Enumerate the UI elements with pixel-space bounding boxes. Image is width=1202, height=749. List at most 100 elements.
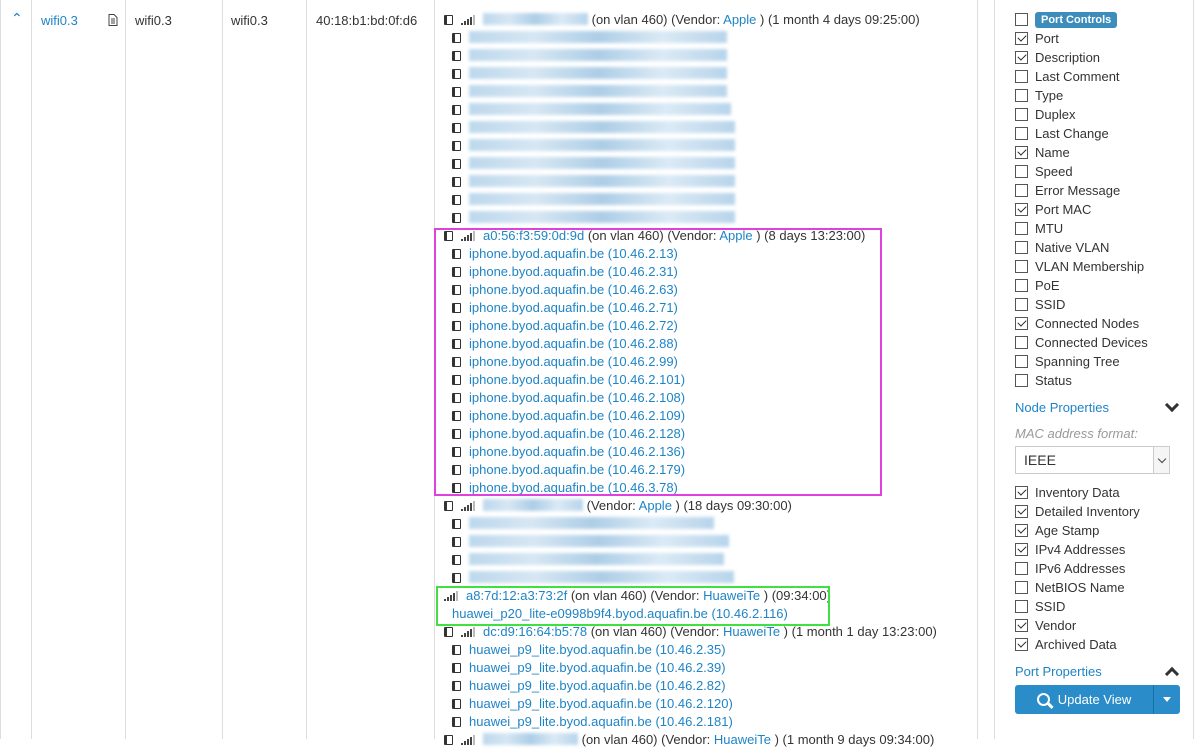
node-mac-link[interactable]: dc:d9:16:64:b5:78 — [483, 624, 588, 639]
select-arrow-icon[interactable] — [1153, 447, 1169, 473]
node-host-link[interactable]: iphone.byod.aquafin.be (10.46.2.72) — [469, 318, 678, 333]
checkbox-label[interactable]: Detailed Inventory — [1035, 504, 1140, 519]
checkbox-label[interactable]: Last Comment — [1035, 69, 1120, 84]
checkbox[interactable] — [1015, 51, 1028, 64]
checkbox[interactable] — [1015, 127, 1028, 140]
checkbox-label[interactable]: Speed — [1035, 164, 1073, 179]
vendor-link[interactable]: HuaweiTe — [713, 732, 771, 747]
checkbox[interactable] — [1015, 70, 1028, 83]
checkbox[interactable] — [1015, 184, 1028, 197]
option-duplex[interactable]: Duplex — [1015, 105, 1075, 124]
checkbox-label[interactable]: Name — [1035, 145, 1070, 160]
checkbox-label[interactable]: Type — [1035, 88, 1064, 103]
port-controls-checkbox[interactable] — [1015, 13, 1028, 26]
chevron-up-icon[interactable] — [1164, 666, 1180, 681]
collapse-row-icon[interactable]: ⌃ — [11, 10, 23, 26]
checkbox[interactable] — [1015, 89, 1028, 102]
node-host-link[interactable]: iphone.byod.aquafin.be (10.46.2.101) — [469, 372, 686, 387]
option-port-mac[interactable]: Port MAC — [1015, 200, 1091, 219]
node-host-link[interactable]: iphone.byod.aquafin.be (10.46.2.71) — [469, 300, 678, 315]
node-host-link[interactable]: huawei_p20_lite-e0998b9f4.byod.aquafin.b… — [452, 606, 788, 621]
checkbox-label[interactable]: Age Stamp — [1035, 523, 1100, 538]
node-host-link[interactable]: iphone.byod.aquafin.be (10.46.2.179) — [469, 462, 686, 477]
node-host-link[interactable]: huawei_p9_lite.byod.aquafin.be (10.46.2.… — [469, 660, 726, 675]
node-host-link[interactable]: iphone.byod.aquafin.be (10.46.3.78) — [469, 480, 678, 495]
checkbox[interactable] — [1015, 32, 1028, 45]
node-host-link[interactable]: huawei_p9_lite.byod.aquafin.be (10.46.2.… — [469, 714, 733, 729]
checkbox[interactable] — [1015, 543, 1028, 556]
checkbox[interactable] — [1015, 562, 1028, 575]
option-spanning-tree[interactable]: Spanning Tree — [1015, 352, 1120, 371]
checkbox-label[interactable]: Vendor — [1035, 618, 1077, 633]
node-host-link[interactable]: huawei_p9_lite.byod.aquafin.be (10.46.2.… — [469, 696, 733, 711]
node-host-link[interactable]: huawei_p9_lite.byod.aquafin.be (10.46.2.… — [469, 642, 726, 657]
vendor-link[interactable]: Apple — [719, 228, 753, 243]
option-native-vlan[interactable]: Native VLAN — [1015, 238, 1109, 257]
update-view-dropdown-icon[interactable] — [1154, 697, 1180, 702]
checkbox-label[interactable]: VLAN Membership — [1035, 259, 1145, 274]
option-ipv6-addresses[interactable]: IPv6 Addresses — [1015, 559, 1125, 578]
checkbox-label[interactable]: Inventory Data — [1035, 485, 1120, 500]
checkbox[interactable] — [1015, 108, 1028, 121]
checkbox[interactable] — [1015, 222, 1028, 235]
checkbox-label[interactable]: Description — [1035, 50, 1101, 65]
option-vlan-membership[interactable]: VLAN Membership — [1015, 257, 1144, 276]
checkbox-label[interactable]: MTU — [1035, 221, 1064, 236]
option-type[interactable]: Type — [1015, 86, 1063, 105]
option-vendor[interactable]: Vendor — [1015, 616, 1076, 635]
checkbox[interactable] — [1015, 505, 1028, 518]
checkbox-label[interactable]: Connected Devices — [1035, 335, 1148, 350]
checkbox-label[interactable]: Connected Nodes — [1035, 316, 1140, 331]
mac-format-select[interactable]: IEEE — [1015, 446, 1170, 474]
node-host-link[interactable]: iphone.byod.aquafin.be (10.46.2.88) — [469, 336, 678, 351]
node-mac-link[interactable]: a0:56:f3:59:0d:9d — [483, 228, 585, 243]
vendor-link[interactable]: Apple — [723, 12, 757, 27]
checkbox-label[interactable]: Duplex — [1035, 107, 1076, 122]
checkbox-label[interactable]: NetBIOS Name — [1035, 580, 1125, 595]
option-ssid[interactable]: SSID — [1015, 597, 1065, 616]
vendor-link[interactable]: HuaweiTe — [722, 624, 781, 639]
checkbox[interactable] — [1015, 638, 1028, 651]
vendor-link[interactable]: Apple — [638, 498, 672, 513]
option-last-comment[interactable]: Last Comment — [1015, 67, 1120, 86]
node-host-link[interactable]: iphone.byod.aquafin.be (10.46.2.99) — [469, 354, 678, 369]
node-host-link[interactable]: iphone.byod.aquafin.be (10.46.2.63) — [469, 282, 678, 297]
option-archived-data[interactable]: Archived Data — [1015, 635, 1117, 654]
option-status[interactable]: Status — [1015, 371, 1072, 390]
option-connected-devices[interactable]: Connected Devices — [1015, 333, 1148, 352]
checkbox[interactable] — [1015, 203, 1028, 216]
checkbox[interactable] — [1015, 336, 1028, 349]
option-connected-nodes[interactable]: Connected Nodes — [1015, 314, 1139, 333]
checkbox-label[interactable]: Error Message — [1035, 183, 1121, 198]
node-mac-link[interactable]: a8:7d:12:a3:73:2f — [466, 588, 568, 603]
option-ipv4-addresses[interactable]: IPv4 Addresses — [1015, 540, 1125, 559]
node-host-link[interactable]: iphone.byod.aquafin.be (10.46.2.128) — [469, 426, 686, 441]
checkbox-label[interactable]: Archived Data — [1035, 637, 1117, 652]
checkbox[interactable] — [1015, 146, 1028, 159]
option-netbios-name[interactable]: NetBIOS Name — [1015, 578, 1125, 597]
port-link[interactable]: wifi0.3 — [41, 13, 78, 28]
option-inventory-data[interactable]: Inventory Data — [1015, 483, 1120, 502]
checkbox[interactable] — [1015, 165, 1028, 178]
checkbox[interactable] — [1015, 260, 1028, 273]
checkbox-label[interactable]: PoE — [1035, 278, 1060, 293]
port-controls-toggle[interactable]: Port Controls — [1015, 10, 1118, 29]
node-host-link[interactable]: iphone.byod.aquafin.be (10.46.2.109) — [469, 408, 686, 423]
option-port[interactable]: Port — [1015, 29, 1059, 48]
checkbox-label[interactable]: IPv4 Addresses — [1035, 542, 1126, 557]
checkbox[interactable] — [1015, 317, 1028, 330]
node-host-link[interactable]: iphone.byod.aquafin.be (10.46.2.108) — [469, 390, 686, 405]
checkbox[interactable] — [1015, 279, 1028, 292]
checkbox-label[interactable]: SSID — [1035, 297, 1066, 312]
checkbox-label[interactable]: Port — [1035, 31, 1059, 46]
option-ssid[interactable]: SSID — [1015, 295, 1065, 314]
document-icon[interactable] — [108, 14, 118, 29]
port-properties-header[interactable]: Port Properties — [1015, 661, 1183, 681]
chevron-down-icon[interactable] — [1164, 397, 1180, 412]
checkbox[interactable] — [1015, 581, 1028, 594]
checkbox[interactable] — [1015, 298, 1028, 311]
option-description[interactable]: Description — [1015, 48, 1100, 67]
checkbox-label[interactable]: Last Change — [1035, 126, 1109, 141]
checkbox[interactable] — [1015, 486, 1028, 499]
node-host-link[interactable]: iphone.byod.aquafin.be (10.46.2.136) — [469, 444, 686, 459]
